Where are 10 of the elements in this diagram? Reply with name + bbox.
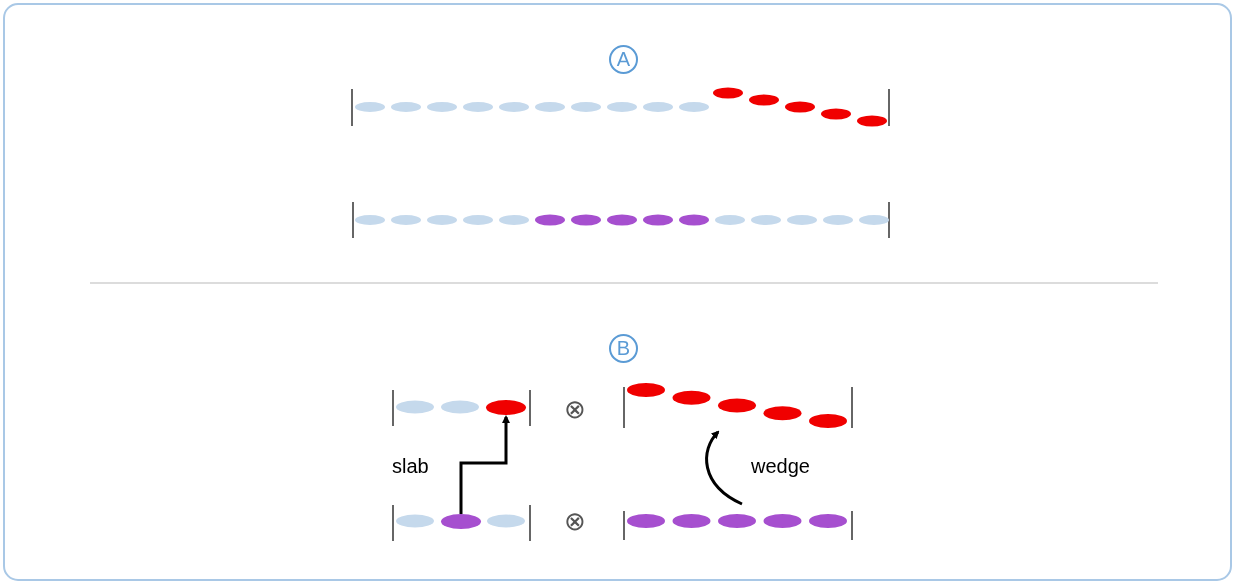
edge-label: slab <box>392 455 429 478</box>
arrow <box>459 415 510 514</box>
circled-letter: A <box>609 45 638 74</box>
tensor-product-symbol: ⊗ <box>564 508 586 534</box>
arrow <box>705 430 743 506</box>
edge-label: wedge <box>751 455 810 478</box>
molecule-ellipse <box>486 400 526 415</box>
molecule-ellipse <box>441 514 481 529</box>
tensor-product-symbol: ⊗ <box>564 396 586 422</box>
circled-letter: B <box>609 334 638 363</box>
